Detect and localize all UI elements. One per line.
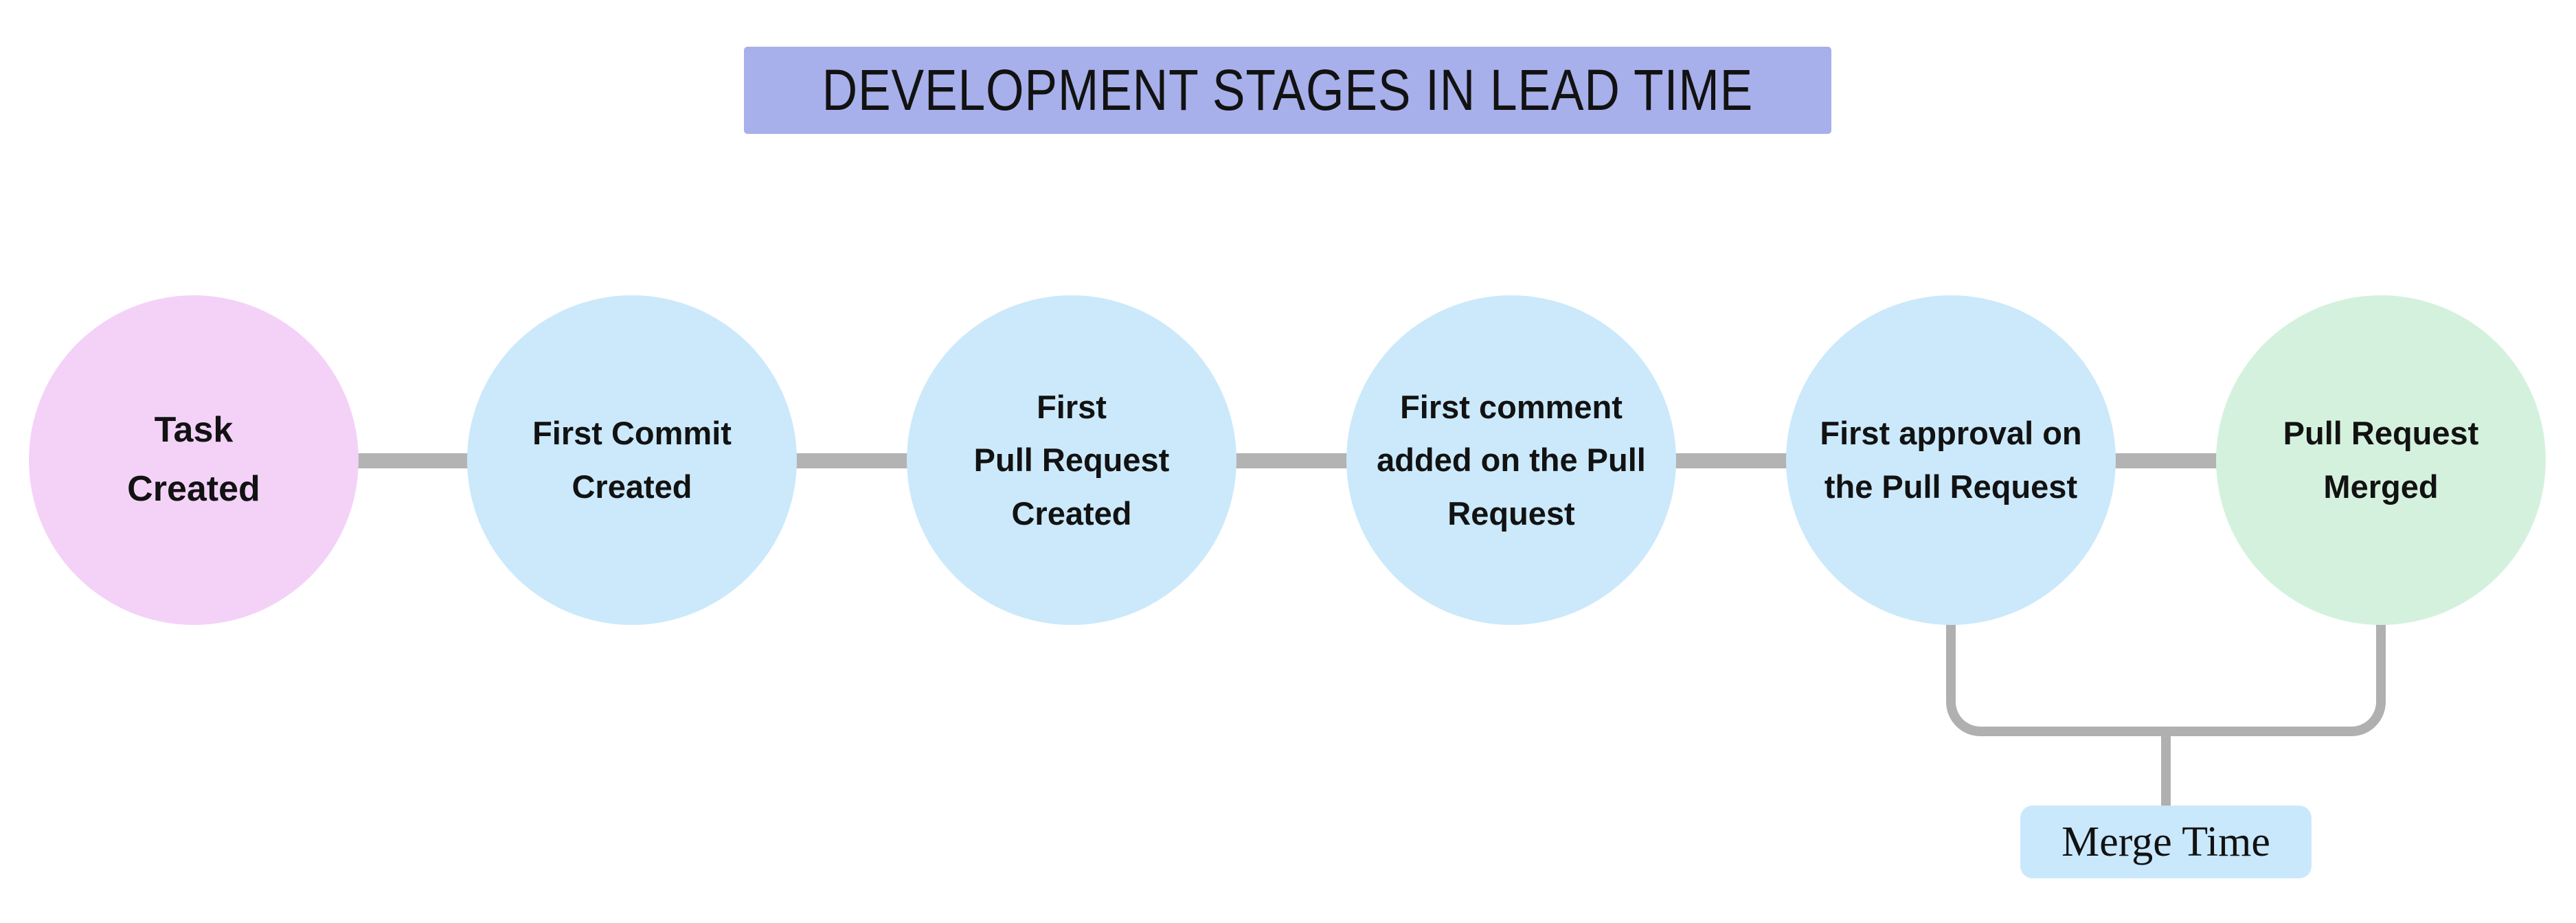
merge-time-text: Merge Time xyxy=(2061,818,2270,865)
stage-circle-first-approval: First approval on the Pull Request xyxy=(1786,295,2116,625)
stage-label-line: Task xyxy=(154,410,234,451)
stage-circle-first-pull-request-created: First Pull Request Created xyxy=(907,295,1236,625)
stage-label-line: Merged xyxy=(2323,468,2439,505)
stage-circle-pull-request-merged: Pull Request Merged xyxy=(2216,295,2546,625)
stage-circle-first-comment-added: First comment added on the Pull Request xyxy=(1346,295,1676,625)
title-text: DEVELOPMENT STAGES IN LEAD TIME xyxy=(822,58,1754,122)
stage-label-line: Created xyxy=(572,468,692,505)
stage-label-line: Created xyxy=(1011,494,1132,532)
stage-circle-first-commit-created: First Commit Created xyxy=(467,295,797,625)
stage-label-line: added on the Pull xyxy=(1377,442,1646,479)
stage-label-line: First xyxy=(1037,388,1107,425)
stage-label-line: First comment xyxy=(1400,388,1623,425)
merge-time-label: Merge Time xyxy=(2020,806,2312,878)
stage-label-line: Pull Request xyxy=(973,442,1170,479)
merge-bracket xyxy=(1946,604,2386,736)
stage-label-line: Created xyxy=(127,469,260,509)
stage-label-line: Pull Request xyxy=(2283,415,2479,452)
stage-label-line: the Pull Request xyxy=(1824,468,2078,505)
merge-bracket-stem xyxy=(2161,736,2171,807)
stage-label-line: Request xyxy=(1447,494,1575,532)
stage-label-line: First Commit xyxy=(532,415,732,452)
stage-circle-task-created: Task Created xyxy=(29,295,359,625)
title-banner: DEVELOPMENT STAGES IN LEAD TIME xyxy=(744,47,1831,134)
stage-label-line: First approval on xyxy=(1820,415,2082,452)
